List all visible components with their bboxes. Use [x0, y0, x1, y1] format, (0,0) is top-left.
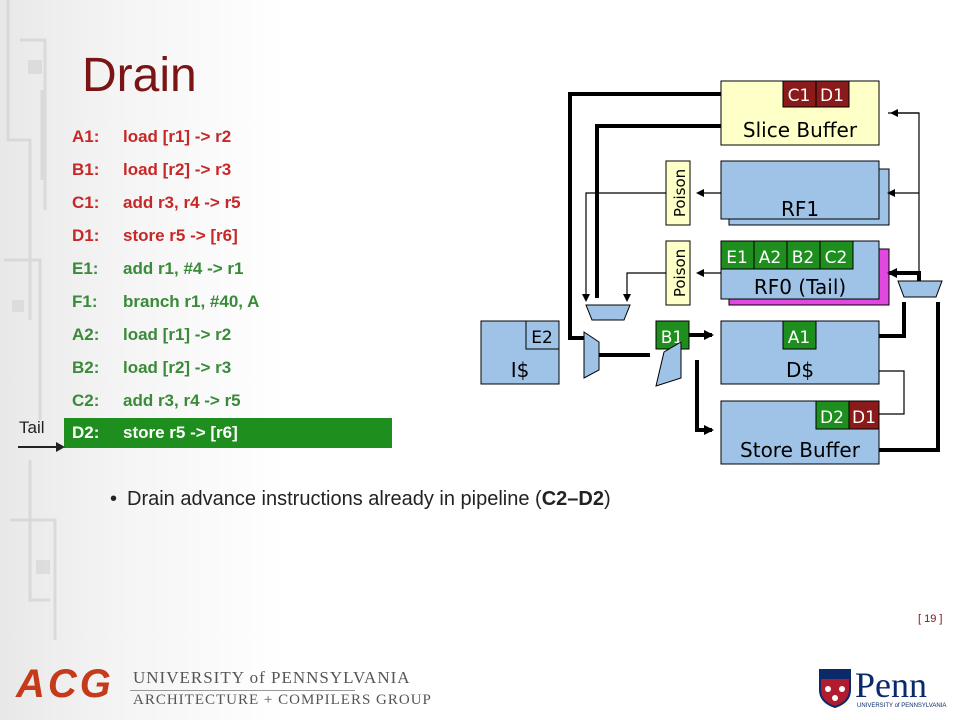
- slice-buffer-label: Slice Buffer: [743, 118, 858, 142]
- university-name: UNIVERSITY of PENNSYLVANIA: [133, 668, 411, 687]
- footer-divider: [130, 690, 355, 691]
- slice-buffer-entry-label: C1: [788, 86, 811, 106]
- code-label: A2:: [72, 325, 100, 344]
- code-label: F1:: [72, 292, 98, 311]
- code-row: B2: load [r2] -> r3: [64, 353, 392, 383]
- slice-buffer-entry: [783, 81, 816, 107]
- code-instruction: store r5 -> [r6]: [123, 423, 238, 442]
- pipeline-latch: B1: [655, 320, 690, 350]
- code-label: E1:: [72, 259, 99, 278]
- code-label: D2:: [72, 423, 100, 442]
- slide-title: Drain: [82, 49, 197, 102]
- bullet-text-pre: Drain advance instructions already in pi…: [127, 488, 542, 510]
- rf0-entry: A2: [759, 248, 781, 268]
- code-row: A1: load [r1] -> r2: [64, 122, 392, 152]
- code-label: D1:: [72, 226, 100, 245]
- dcache-entry: A1: [788, 328, 810, 348]
- bullet-text-post: ): [603, 488, 611, 510]
- icache-label: I$: [511, 358, 530, 382]
- group-name: ARCHITECTURE + COMPILERS GROUP: [133, 692, 432, 708]
- bullet-dot-icon: •: [110, 488, 118, 510]
- pipeline-latch-entry: B1: [661, 328, 683, 348]
- store-buffer-entry: D2: [820, 408, 844, 428]
- code-row: E1: add r1, #4 -> r1: [64, 254, 392, 284]
- data-cache: A1 D$: [720, 320, 880, 385]
- code-row: D1: store r5 -> [r6]: [64, 221, 392, 251]
- code-instruction: store r5 -> [r6]: [123, 226, 238, 245]
- code-instruction: load [r2] -> r3: [123, 358, 232, 377]
- slice-buffer-entry-label: D1: [820, 86, 844, 106]
- dcache-label: D$: [786, 358, 814, 382]
- rf0-entry: E1: [726, 248, 748, 268]
- code-row: B1: load [r2] -> r3: [64, 155, 392, 185]
- penn-logo-subtext: UNIVERSITY of PENNSYLVANIA: [857, 703, 947, 709]
- code-row: A2: load [r1] -> r2: [64, 320, 392, 350]
- slide-number: [ 19 ]: [918, 613, 943, 625]
- code-label: C2:: [72, 391, 100, 410]
- rf0-label: RF0 (Tail): [754, 275, 846, 299]
- penn-shield-icon: [819, 669, 851, 708]
- slice-buffer-entry: [816, 81, 849, 107]
- acg-logo: ACG: [16, 662, 114, 706]
- code-instruction: add r3, r4 -> r5: [123, 391, 241, 410]
- fetch-mux: [583, 331, 600, 379]
- rf0-tail: E1 A2 B2 C2 RF0 (Tail): [720, 240, 890, 306]
- poison-rf0: Poison: [665, 240, 691, 306]
- store-buffer-entry: D1: [852, 408, 876, 428]
- code-instruction: branch r1, #40, A: [123, 292, 260, 311]
- bullet-point: • Drain advance instructions already in p…: [110, 488, 611, 511]
- rename-mux: [585, 304, 631, 321]
- bullet-text-bold: C2–D2: [541, 488, 604, 510]
- code-row: C2: add r3, r4 -> r5: [64, 386, 392, 416]
- rf1-label: RF1: [781, 197, 819, 221]
- tail-arrow-icon: [18, 442, 65, 452]
- code-label: A1:: [72, 127, 100, 146]
- poison-rf1: Poison: [665, 160, 691, 226]
- instruction-cache: E2 I$: [480, 320, 560, 385]
- penn-logo-text: Penn: [855, 665, 927, 705]
- slice-buffer: C1 D1 Slice Buffer: [720, 80, 880, 146]
- code-label: C1:: [72, 193, 100, 212]
- code-instruction: add r3, r4 -> r5: [123, 193, 241, 212]
- rf0-entry: C2: [825, 248, 848, 268]
- code-label: B2:: [72, 358, 100, 377]
- rf0-entry: B2: [792, 248, 814, 268]
- rf1: RF1: [720, 160, 890, 226]
- writeback-mux: [897, 280, 943, 298]
- poison-label: Poison: [671, 169, 689, 217]
- code-instruction: load [r1] -> r2: [123, 127, 232, 146]
- store-buffer: D2 D1 Store Buffer: [720, 400, 880, 465]
- code-instruction: load [r1] -> r2: [123, 325, 232, 344]
- decode-stage-shape: [655, 341, 682, 387]
- tail-label: Tail: [19, 418, 45, 437]
- store-buffer-label: Store Buffer: [740, 438, 861, 462]
- code-row: C1: add r3, r4 -> r5: [64, 188, 392, 218]
- code-instruction: add r1, #4 -> r1: [123, 259, 244, 278]
- code-row-tail-highlight: D2: store r5 -> [r6]: [64, 418, 392, 448]
- code-instruction: load [r2] -> r3: [123, 160, 232, 179]
- poison-label: Poison: [671, 249, 689, 297]
- code-row: F1: branch r1, #40, A: [64, 287, 392, 317]
- code-label: B1:: [72, 160, 100, 179]
- icache-entry: E2: [531, 328, 553, 348]
